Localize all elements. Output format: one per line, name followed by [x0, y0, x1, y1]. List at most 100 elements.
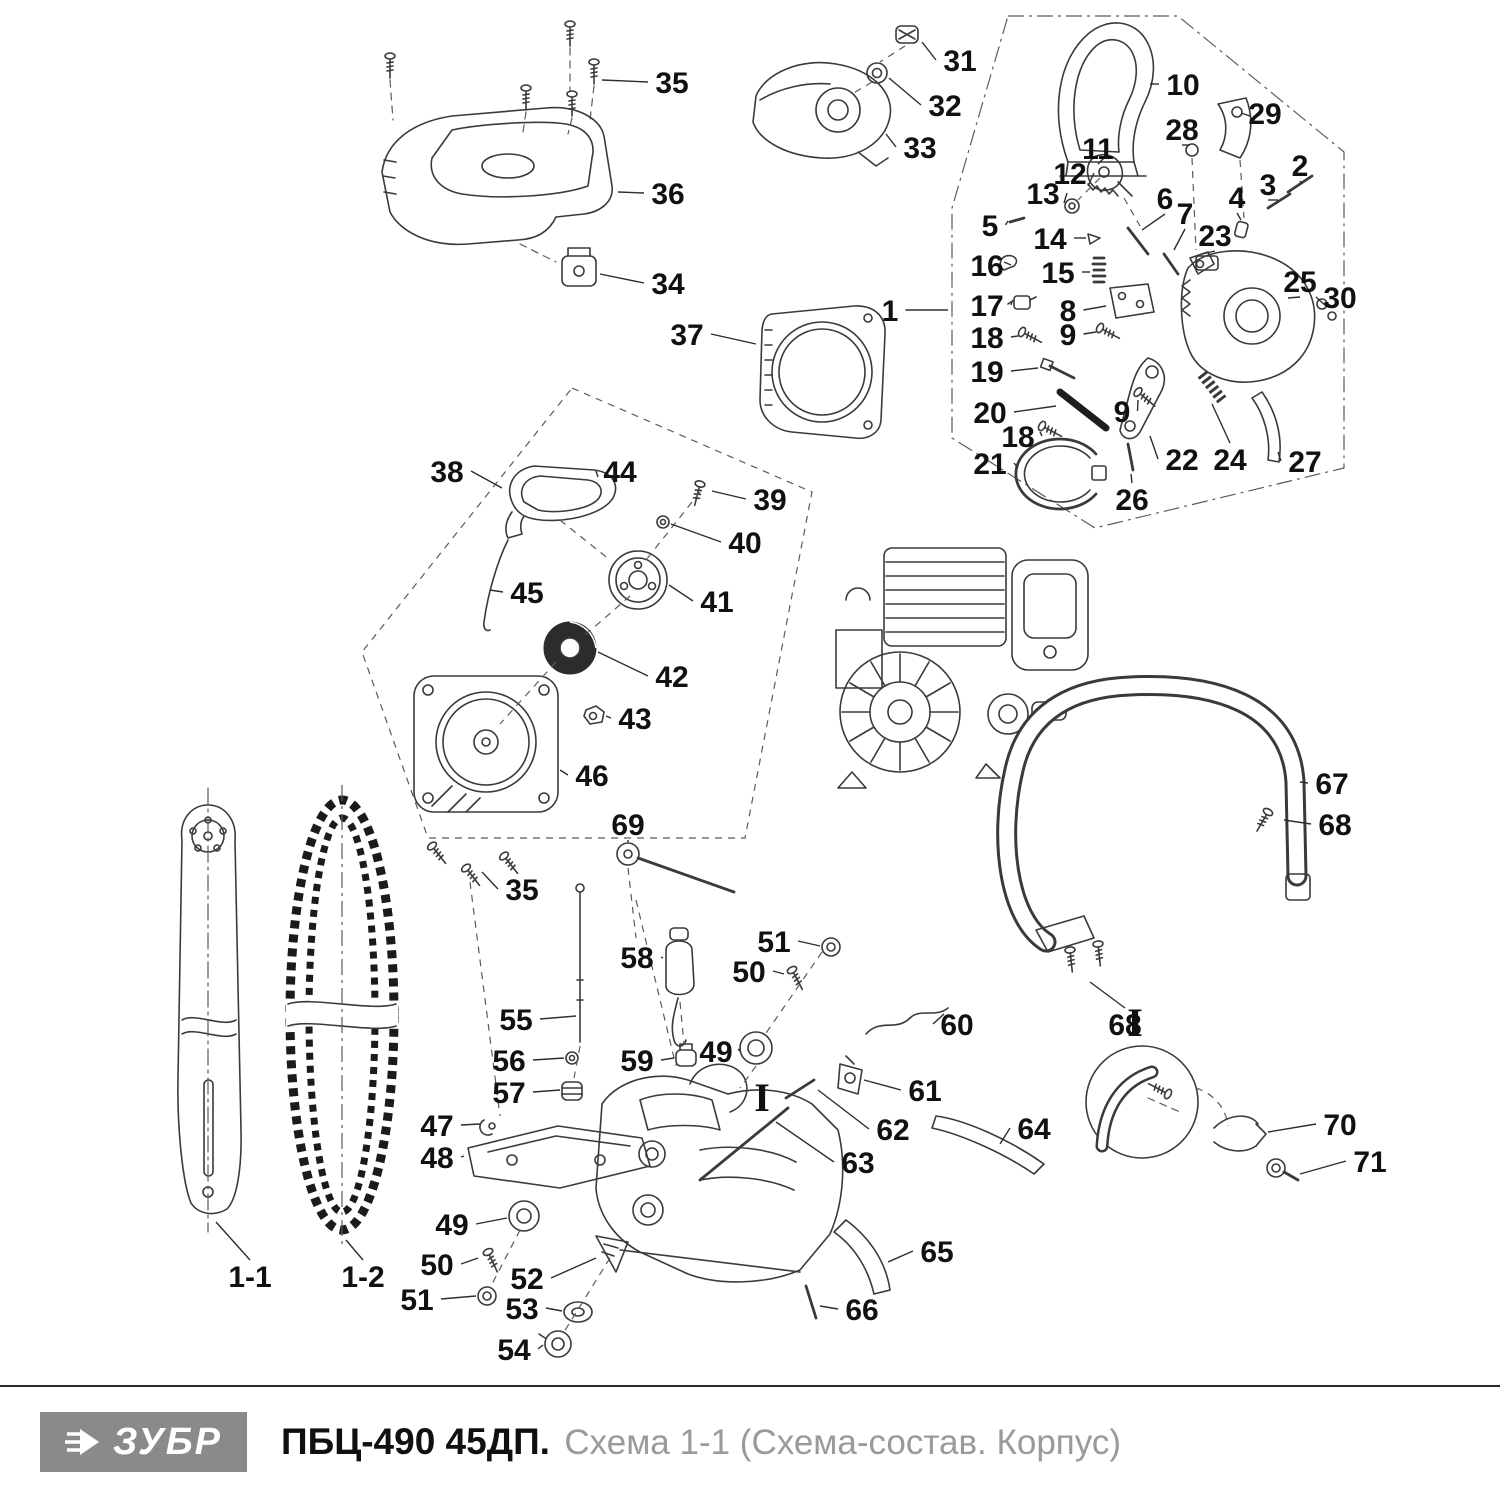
pin-6	[1126, 226, 1150, 256]
exploded-diagram-art: 3531323336343711029282111231364514723161…	[177, 15, 1387, 1367]
callout-26: 26	[1115, 484, 1148, 517]
bolt-19	[1039, 357, 1076, 380]
callout-48: 48	[420, 1142, 453, 1175]
guide-bar-1-1	[177, 787, 242, 1233]
handlebar-67	[996, 675, 1311, 953]
axis-31-33	[851, 45, 906, 95]
callout-14: 14	[1033, 223, 1067, 256]
callout-1: 1	[882, 295, 899, 328]
callout-12: 12	[1053, 158, 1086, 191]
callout-57: 57	[492, 1077, 525, 1110]
plate-8	[1109, 283, 1155, 319]
engine-assembly	[835, 547, 1089, 789]
detail-link	[1195, 1087, 1229, 1127]
screw-68a	[1251, 806, 1275, 835]
callout-1-1: 1-1	[228, 1261, 271, 1294]
callout-68: 68	[1108, 1009, 1141, 1042]
wire-60	[865, 1007, 949, 1035]
pin-5	[1008, 216, 1026, 224]
callout-49: 49	[435, 1209, 468, 1242]
leader-line-45	[489, 589, 504, 593]
buffer-49a	[739, 1031, 773, 1065]
leader-line-71	[1299, 1160, 1347, 1175]
callout-54: 54	[497, 1334, 531, 1367]
ring-28	[1185, 143, 1199, 157]
bottom-axes	[469, 867, 823, 1333]
leader-line-39	[711, 490, 747, 500]
clip-16	[999, 254, 1018, 271]
tank-housing	[595, 1063, 844, 1283]
leader-line-19	[1010, 367, 1039, 372]
callout-34: 34	[651, 268, 685, 301]
leader-line-49	[475, 1217, 508, 1225]
leader-line-70	[1267, 1123, 1317, 1133]
callout-10: 10	[1166, 69, 1199, 102]
leader-line-53	[545, 1307, 563, 1312]
callout-50: 50	[420, 1249, 453, 1282]
leader-line-6	[1141, 213, 1166, 231]
callout-56: 56	[492, 1045, 525, 1078]
brake-group-boundary	[951, 15, 1345, 529]
callout-6: 6	[1157, 183, 1174, 216]
callout-58: 58	[620, 942, 653, 975]
leader-line-18	[1010, 335, 1019, 338]
leader-line-47	[460, 1123, 481, 1126]
section-marker-I: I	[754, 1075, 770, 1120]
starter-housing-46	[413, 675, 559, 813]
callout-53: 53	[505, 1293, 538, 1326]
leader-line-27	[1277, 451, 1282, 462]
callout-31: 31	[943, 45, 976, 78]
callout-71: 71	[1353, 1146, 1386, 1179]
dipstick-69	[616, 842, 736, 894]
callout-43: 43	[618, 703, 651, 736]
callout-40: 40	[728, 527, 761, 560]
callout-39: 39	[753, 484, 786, 517]
leader-line-35	[481, 871, 499, 890]
leader-line-65	[887, 1250, 914, 1263]
screw-71	[1266, 1158, 1300, 1182]
detail-circle-I	[1085, 1045, 1199, 1159]
callout-42: 42	[655, 661, 688, 694]
leader-line-25	[1287, 296, 1301, 299]
callout-65: 65	[920, 1236, 953, 1269]
leader-line-5	[1004, 220, 1009, 226]
callout-63: 63	[841, 1147, 874, 1180]
leader-line-1-2	[345, 1239, 364, 1261]
leader-line-48	[460, 1155, 465, 1158]
callout-4: 4	[1229, 182, 1246, 215]
callout-67: 67	[1315, 768, 1348, 801]
leader-line-9	[1136, 399, 1139, 412]
callout-36: 36	[651, 178, 684, 211]
spacer-4	[1233, 220, 1249, 239]
leader-line-29	[1240, 112, 1251, 117]
clip-70	[1213, 1115, 1267, 1152]
spring-12	[1087, 183, 1119, 197]
model-title: ПБЦ-490 45ДП.	[281, 1421, 550, 1462]
callout-68: 68	[1318, 809, 1351, 842]
leader-line-63	[775, 1121, 835, 1163]
callout-55: 55	[499, 1004, 532, 1037]
clip-47	[479, 1119, 496, 1136]
callout-35: 35	[655, 67, 688, 100]
strip-27	[1251, 391, 1281, 463]
pin-26	[1126, 442, 1135, 472]
callout-70: 70	[1323, 1109, 1356, 1142]
ring-56	[565, 1051, 579, 1065]
callout-32: 32	[928, 90, 961, 123]
leader-line-49	[737, 1048, 741, 1052]
callout-18: 18	[970, 322, 1003, 355]
callout-51: 51	[757, 926, 790, 959]
chassis-plate-48	[467, 1125, 651, 1189]
cap-59	[675, 1043, 697, 1067]
callout-5: 5	[982, 210, 999, 243]
callout-45: 45	[510, 577, 543, 610]
callout-17: 17	[970, 290, 1003, 323]
callout-25: 25	[1283, 266, 1316, 299]
starter-axes	[499, 491, 701, 725]
callout-1-2: 1-2	[341, 1261, 384, 1294]
callout-19: 19	[970, 356, 1003, 389]
callout-9: 9	[1060, 319, 1077, 352]
pin-7	[1162, 252, 1180, 276]
leader-line-64	[999, 1127, 1011, 1145]
